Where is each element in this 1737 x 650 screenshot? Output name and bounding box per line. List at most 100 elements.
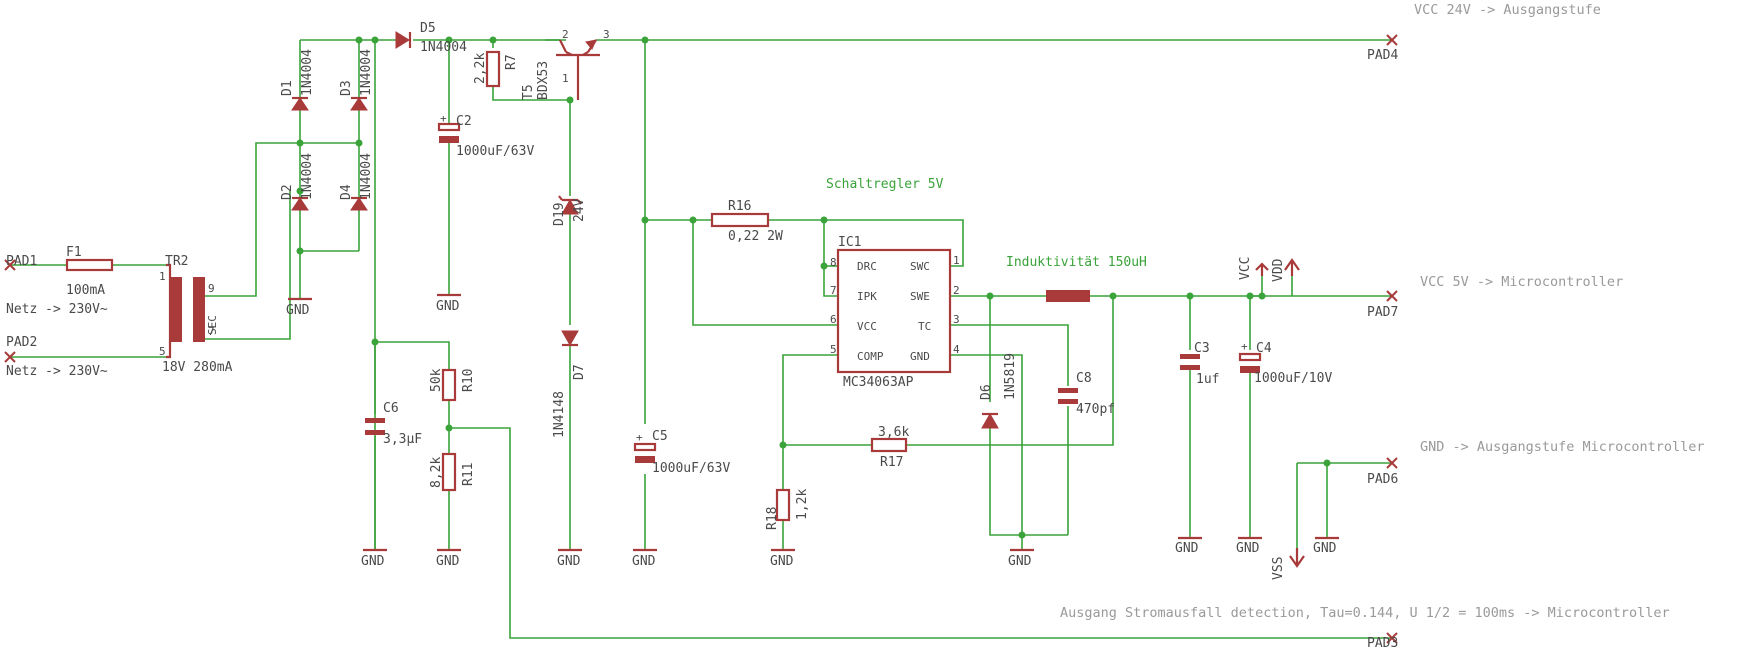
svg-text:PRI: PRI bbox=[154, 305, 167, 325]
vss-supply: VSS bbox=[1271, 548, 1305, 580]
diode-d6: D6 1N5819 bbox=[979, 353, 1018, 429]
svg-text:18V 280mA: 18V 280mA bbox=[162, 360, 233, 375]
svg-text:GND: GND bbox=[770, 554, 794, 569]
pad-7[interactable]: PAD7 bbox=[1367, 290, 1398, 320]
svg-text:3: 3 bbox=[603, 28, 610, 41]
svg-text:D6: D6 bbox=[979, 384, 994, 400]
resistor-r18: R18 1,2k bbox=[765, 489, 810, 530]
svg-text:GND: GND bbox=[557, 554, 581, 569]
pad-3[interactable]: PAD3 bbox=[1367, 632, 1398, 650]
junctions bbox=[296, 36, 1331, 539]
svg-text:24V: 24V bbox=[572, 198, 587, 222]
diode-d3: D3 1N4004 bbox=[339, 49, 374, 111]
label-gnd-out: GND -> Ausgangstufe Microcontroller bbox=[1420, 439, 1704, 455]
svg-text:1: 1 bbox=[562, 72, 569, 85]
inductor bbox=[1046, 290, 1090, 302]
svg-text:GND: GND bbox=[436, 554, 460, 569]
svg-text:C3: C3 bbox=[1194, 341, 1210, 356]
label-vcc24: VCC 24V -> Ausgangstufe bbox=[1414, 2, 1601, 18]
vcc-supply: VCC bbox=[1238, 257, 1269, 280]
svg-text:GND: GND bbox=[1236, 541, 1260, 556]
svg-text:1N4004: 1N4004 bbox=[359, 49, 374, 96]
svg-text:D3: D3 bbox=[339, 80, 354, 96]
label-power-fail: Ausgang Stromausfall detection, Tau=0.14… bbox=[1060, 605, 1670, 621]
capacitor-c6: C6 3,3µF bbox=[365, 401, 422, 447]
svg-text:8: 8 bbox=[830, 256, 837, 269]
svg-text:C5: C5 bbox=[652, 429, 668, 444]
svg-text:3: 3 bbox=[953, 313, 960, 326]
svg-text:GND: GND bbox=[361, 554, 385, 569]
resistor-r11: 8,2k R11 bbox=[429, 452, 476, 492]
resistor-r17: 3,6k R17 bbox=[870, 425, 909, 470]
vdd-supply: VDD bbox=[1271, 258, 1300, 282]
svg-text:1N4004: 1N4004 bbox=[359, 153, 374, 200]
svg-text:+: + bbox=[636, 431, 643, 444]
transformer-tr2: TR2 1 5 9 7 PRI SEC 18V 280mA bbox=[154, 254, 233, 375]
svg-text:5: 5 bbox=[159, 345, 166, 358]
svg-text:GND: GND bbox=[1313, 541, 1337, 556]
svg-text:1000uF/10V: 1000uF/10V bbox=[1254, 371, 1332, 386]
svg-text:PAD1: PAD1 bbox=[6, 254, 37, 269]
svg-text:100mA: 100mA bbox=[66, 283, 105, 298]
svg-text:SWE: SWE bbox=[910, 290, 930, 303]
svg-text:0,22 2W: 0,22 2W bbox=[728, 229, 783, 244]
svg-text:MC34063AP: MC34063AP bbox=[843, 375, 914, 390]
pad-4[interactable]: PAD4 bbox=[1367, 34, 1398, 63]
label-vcc5: VCC 5V -> Microcontroller bbox=[1420, 274, 1623, 290]
svg-text:D4: D4 bbox=[339, 184, 354, 200]
wires bbox=[10, 39, 1392, 639]
svg-text:+: + bbox=[1241, 340, 1248, 353]
capacitor-c3: C3 1uf bbox=[1180, 341, 1219, 387]
diode-d5: D5 1N4004 bbox=[395, 21, 467, 55]
svg-text:R16: R16 bbox=[728, 199, 751, 214]
svg-text:IPK: IPK bbox=[857, 290, 877, 303]
svg-text:GND: GND bbox=[1175, 541, 1199, 556]
svg-text:D1: D1 bbox=[280, 80, 295, 96]
svg-text:DRC: DRC bbox=[857, 260, 877, 273]
svg-text:SEC: SEC bbox=[206, 315, 219, 335]
svg-text:COMP: COMP bbox=[857, 350, 884, 363]
svg-text:VCC: VCC bbox=[1238, 257, 1253, 280]
svg-text:PAD3: PAD3 bbox=[1367, 636, 1398, 650]
svg-text:D7: D7 bbox=[572, 364, 587, 380]
pad-6[interactable]: PAD6 bbox=[1367, 457, 1398, 487]
svg-text:R7: R7 bbox=[504, 54, 519, 70]
svg-text:D5: D5 bbox=[420, 21, 436, 36]
svg-text:5: 5 bbox=[830, 343, 837, 356]
svg-text:GND: GND bbox=[286, 303, 310, 318]
svg-text:1N4004: 1N4004 bbox=[420, 40, 467, 55]
svg-text:3,3µF: 3,3µF bbox=[383, 432, 422, 447]
svg-text:SWC: SWC bbox=[910, 260, 930, 273]
pad-1[interactable]: PAD1 bbox=[4, 254, 37, 271]
svg-text:PAD7: PAD7 bbox=[1367, 305, 1398, 320]
capacitor-c5: + C5 1000uF/63V bbox=[633, 429, 730, 476]
diode-d2: D2 1N4004 bbox=[280, 153, 315, 211]
svg-text:1N4004: 1N4004 bbox=[300, 49, 315, 96]
svg-text:R18: R18 bbox=[765, 507, 780, 530]
svg-text:1000uF/63V: 1000uF/63V bbox=[456, 144, 534, 159]
label-netz-2: Netz -> 230V~ bbox=[6, 364, 108, 379]
svg-text:VDD: VDD bbox=[1271, 258, 1286, 282]
svg-text:C2: C2 bbox=[456, 114, 472, 129]
transistor-t5: 2 3 1 T5 BDX53 bbox=[521, 28, 610, 100]
svg-text:VCC: VCC bbox=[857, 320, 877, 333]
svg-text:9: 9 bbox=[208, 282, 215, 295]
svg-text:C8: C8 bbox=[1076, 371, 1092, 386]
capacitor-c2: + C2 1000uF/63V bbox=[437, 112, 534, 159]
ic1-mc34063: IC1 MC34063AP DRC IPK VCC COMP SWC SWE T… bbox=[830, 235, 960, 390]
pad-2[interactable]: PAD2 bbox=[4, 335, 37, 363]
svg-text:3,6k: 3,6k bbox=[878, 425, 909, 440]
svg-text:8,2k: 8,2k bbox=[429, 457, 444, 488]
diode-d1: D1 1N4004 bbox=[280, 49, 315, 111]
svg-text:+: + bbox=[440, 112, 447, 125]
svg-text:PAD2: PAD2 bbox=[6, 335, 37, 350]
svg-text:1: 1 bbox=[953, 254, 960, 267]
svg-text:GND: GND bbox=[632, 554, 656, 569]
svg-text:PAD4: PAD4 bbox=[1367, 48, 1398, 63]
svg-text:2,2k: 2,2k bbox=[473, 53, 488, 84]
svg-text:50k: 50k bbox=[429, 368, 444, 392]
svg-text:1N5819: 1N5819 bbox=[1003, 353, 1018, 400]
svg-text:6: 6 bbox=[830, 313, 837, 326]
svg-text:TR2: TR2 bbox=[165, 254, 188, 269]
